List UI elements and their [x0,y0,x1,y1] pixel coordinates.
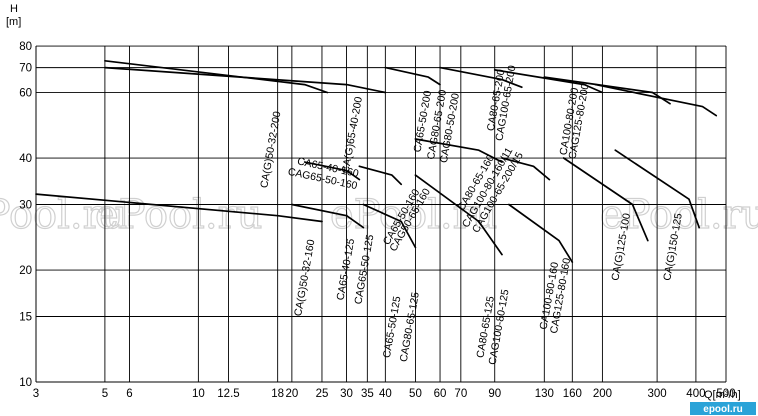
pump-curve [493,69,604,94]
x-tick-label: 20 [285,388,298,400]
x-tick-label: 50 [409,388,422,400]
y-axis-symbol: H [10,3,18,15]
x-tick-label: 500 [716,388,735,400]
y-tick-label: 15 [19,311,32,323]
x-tick-label: 5 [102,388,108,400]
x-tick-label: 6 [126,388,132,400]
x-tick-label: 3 [33,388,39,400]
pump-curve [104,66,387,94]
y-tick-label: 40 [19,153,32,165]
pump-curve [384,66,441,86]
pump-curve [362,203,417,249]
brand-text: epool.ru [703,404,742,415]
pump-curve [291,203,365,229]
pump-curve [508,203,574,263]
x-tick-label: 35 [361,388,374,400]
y-tick-label: 20 [19,265,32,277]
x-tick-label: 12.5 [217,388,239,400]
y-tick-label: 70 [19,63,32,75]
pump-curve [414,174,503,256]
pump-model-label: CA(G)50-32-200 [258,110,283,189]
x-tick-label: 70 [454,388,467,400]
x-tick-label: 90 [488,388,501,400]
pump-curve [104,59,329,94]
pump-curve [543,76,671,105]
pump-curve [358,165,403,186]
y-tick-label: 80 [19,41,32,53]
pump-model-label: CA(G)65-40-200 [340,96,365,175]
pump-curve [501,157,551,181]
pump-curve [594,83,718,117]
pump-curve [414,138,503,163]
pump-curve [439,66,523,89]
x-tick-label: 400 [686,388,705,400]
x-tick-label: 40 [379,388,392,400]
x-tick-label: 60 [434,388,447,400]
x-tick-label: 25 [316,388,329,400]
x-axis-title: Q[m³/h] [704,389,741,401]
x-tick-label: 130 [535,388,554,400]
brand-badge [690,402,756,415]
grid-layer [35,45,727,383]
watermark-text: ePool.ru [0,192,128,238]
curves-layer [35,59,718,263]
x-tick-label: 30 [340,388,353,400]
pump-curve [614,149,701,229]
watermark-text: ePool.ru [95,192,263,238]
y-tick-label: 60 [19,88,32,100]
y-axis-unit: [m] [6,16,21,28]
x-tick-label: 200 [593,388,612,400]
y-tick-label: 10 [19,377,32,389]
x-tick-label: 10 [192,388,205,400]
pump-curve [562,157,649,242]
pump-curve [303,161,361,181]
x-tick-label: 160 [563,388,582,400]
pump-curve [35,193,323,223]
x-tick-label: 18 [271,388,284,400]
y-tick-label: 30 [19,200,32,212]
x-tick-label: 300 [648,388,667,400]
pump-model-label: CA(G)50-32-160 [292,238,317,317]
